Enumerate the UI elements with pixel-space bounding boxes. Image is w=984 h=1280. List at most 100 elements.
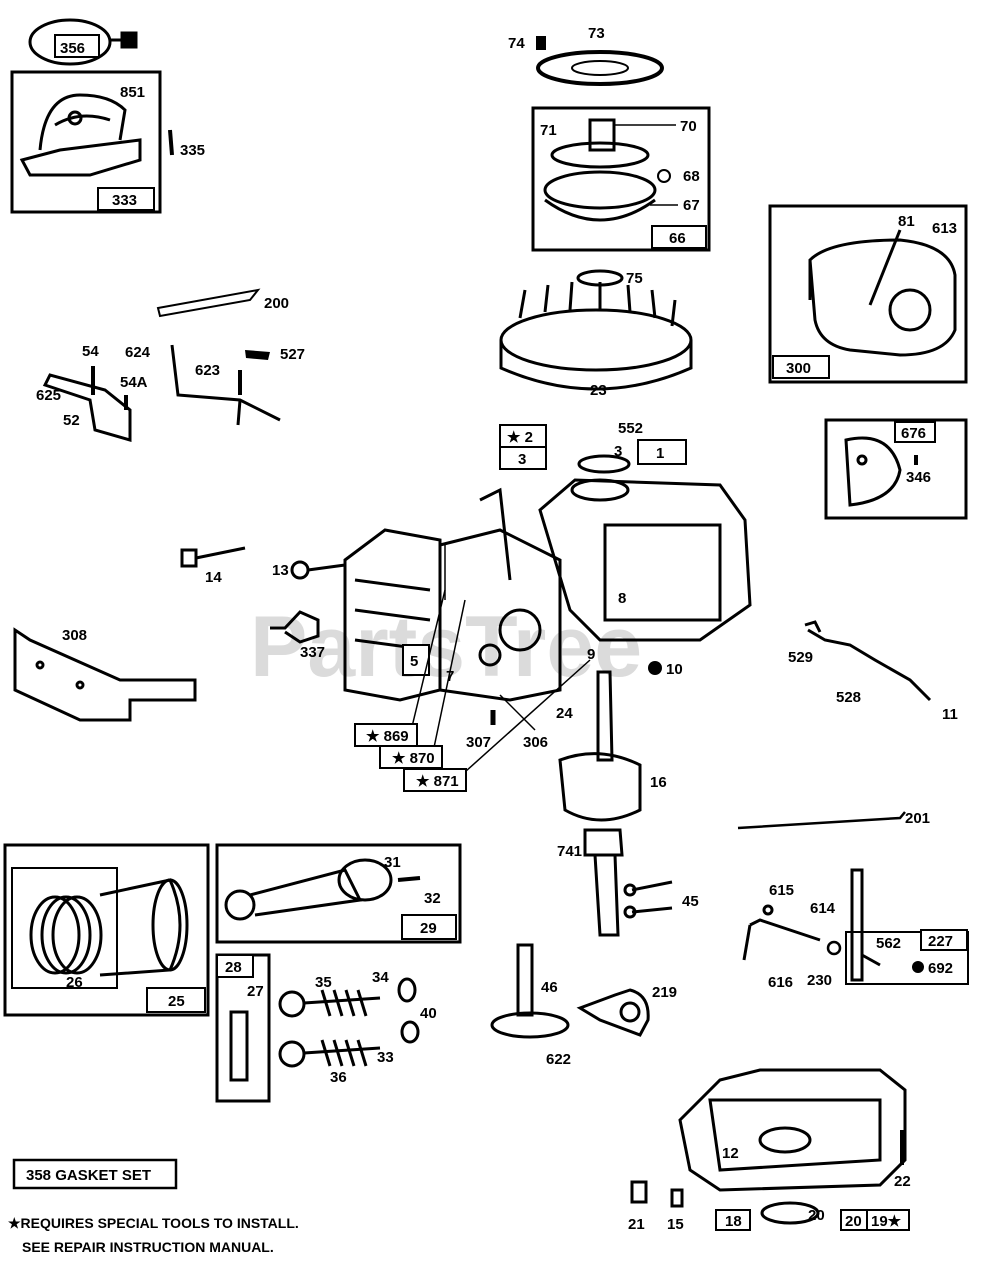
muffler-drawing bbox=[808, 229, 957, 357]
part-label-24: 24 bbox=[556, 705, 573, 722]
part-label-615: 615 bbox=[769, 882, 794, 899]
fitting-337 bbox=[270, 610, 320, 644]
crankcase-cover-18 bbox=[678, 1068, 907, 1225]
ignition-module-drawing bbox=[19, 93, 142, 177]
label-box-300 bbox=[772, 355, 830, 379]
part-label-28: 28 bbox=[225, 959, 242, 976]
box-muffler bbox=[768, 204, 968, 384]
ball-68 bbox=[657, 169, 671, 183]
part-label-623: 623 bbox=[195, 362, 220, 379]
label-box-871 bbox=[403, 768, 467, 792]
plug-15 bbox=[670, 1188, 684, 1208]
part-label-562: 562 bbox=[876, 935, 901, 952]
part-label-624: 624 bbox=[125, 344, 151, 361]
intake-elbow-625 bbox=[42, 373, 132, 442]
part-label-227: 227 bbox=[928, 933, 953, 950]
part-label-32: 32 bbox=[424, 890, 441, 907]
part-label-335: 335 bbox=[180, 142, 205, 159]
part-label-300: 300 bbox=[786, 360, 811, 377]
part-label-346: 346 bbox=[906, 469, 931, 486]
label-box-356 bbox=[54, 34, 100, 58]
label-box-19 bbox=[866, 1209, 910, 1231]
part-label-307: 307 bbox=[466, 734, 491, 751]
bracket-624 bbox=[170, 344, 281, 426]
part-label-68: 68 bbox=[683, 168, 700, 185]
label-box-29 bbox=[401, 914, 457, 940]
part-label-3-box: 3 bbox=[518, 451, 526, 468]
part-label-3: 3 bbox=[614, 443, 622, 460]
part-label-200: 200 bbox=[264, 295, 289, 312]
label-box-18 bbox=[715, 1209, 751, 1231]
part-label-54A: 54A bbox=[120, 374, 148, 391]
bracket-308 bbox=[13, 627, 197, 722]
label-box-66 bbox=[651, 225, 707, 249]
part-label-45: 45 bbox=[682, 893, 699, 910]
part-label-14: 14 bbox=[205, 569, 222, 586]
part-label-13: 13 bbox=[272, 562, 289, 579]
part-label-869: ★ 869 bbox=[366, 728, 409, 745]
part-label-337: 337 bbox=[300, 644, 325, 661]
part-label-81: 81 bbox=[898, 213, 915, 230]
screw-10 bbox=[648, 661, 662, 675]
crankshaft-16 bbox=[558, 670, 642, 937]
special-tools-note: ★REQUIRES SPECIAL TOOLS TO INSTALL. SEE … bbox=[8, 1215, 299, 1255]
part-label-741: 741 bbox=[557, 843, 582, 860]
part-label-614: 614 bbox=[810, 900, 836, 917]
part-label-8: 8 bbox=[618, 590, 626, 607]
gasket-200 bbox=[156, 288, 261, 318]
part-label-870: ★ 870 bbox=[392, 750, 435, 767]
link-201 bbox=[737, 811, 906, 830]
governor-lever-616 bbox=[742, 904, 821, 961]
box-connecting-rod bbox=[215, 843, 462, 944]
part-label-306: 306 bbox=[523, 734, 548, 751]
part-label-529: 529 bbox=[788, 649, 813, 666]
bolt-13 bbox=[290, 560, 346, 580]
part-label-12: 12 bbox=[722, 1145, 739, 1162]
plug-21 bbox=[630, 1180, 648, 1204]
box-starter-assembly bbox=[531, 106, 711, 252]
part-label-7: 7 bbox=[446, 668, 454, 685]
part-label-15: 15 bbox=[667, 1216, 684, 1233]
part-label-71: 71 bbox=[540, 122, 557, 139]
part-label-25: 25 bbox=[168, 993, 185, 1010]
part-label-54: 54 bbox=[82, 343, 99, 360]
part-label-22: 22 bbox=[894, 1173, 911, 1190]
bolt-335 bbox=[168, 129, 174, 156]
part-label-2: ★ 2 bbox=[507, 429, 533, 446]
box-ignition-module bbox=[10, 70, 162, 214]
part-label-230: 230 bbox=[807, 972, 832, 989]
flywheel-23 bbox=[499, 281, 693, 391]
bolt-32 bbox=[397, 876, 421, 882]
cylinder-block-1 bbox=[479, 454, 752, 642]
box-piston-assembly bbox=[3, 843, 210, 1017]
part-label-36: 36 bbox=[330, 1069, 347, 1086]
screw-74 bbox=[536, 36, 546, 50]
wire-assembly-356 bbox=[28, 18, 138, 66]
part-label-851: 851 bbox=[120, 84, 145, 101]
part-label-67: 67 bbox=[683, 197, 700, 214]
part-label-1: 1 bbox=[656, 445, 664, 462]
piston-rings-26 bbox=[29, 895, 103, 975]
label-box-1 bbox=[637, 439, 687, 465]
clip-527 bbox=[245, 350, 270, 360]
part-label-46: 46 bbox=[541, 979, 558, 996]
part-label-552: 552 bbox=[618, 420, 643, 437]
piston-25 bbox=[99, 878, 189, 977]
breather-tube-528 bbox=[804, 620, 932, 702]
connecting-rod-drawing bbox=[224, 858, 393, 921]
guide-27 bbox=[229, 1010, 249, 1082]
gasket-set-text: 358 GASKET SET bbox=[26, 1167, 151, 1184]
gasket-callout-lines bbox=[409, 589, 591, 781]
part-label-625: 625 bbox=[36, 387, 61, 404]
special-tools-line1: ★REQUIRES SPECIAL TOOLS TO INSTALL. bbox=[8, 1215, 299, 1231]
part-label-29: 29 bbox=[420, 920, 437, 937]
part-label-66: 66 bbox=[669, 230, 686, 247]
tappets-45 bbox=[623, 880, 673, 919]
label-box-25 bbox=[146, 987, 206, 1013]
part-label-11: 11 bbox=[942, 706, 958, 723]
part-label-219: 219 bbox=[652, 984, 677, 1001]
part-label-333: 333 bbox=[112, 192, 137, 209]
part-label-20b: 20 bbox=[845, 1213, 862, 1230]
label-box-676 bbox=[894, 421, 936, 443]
